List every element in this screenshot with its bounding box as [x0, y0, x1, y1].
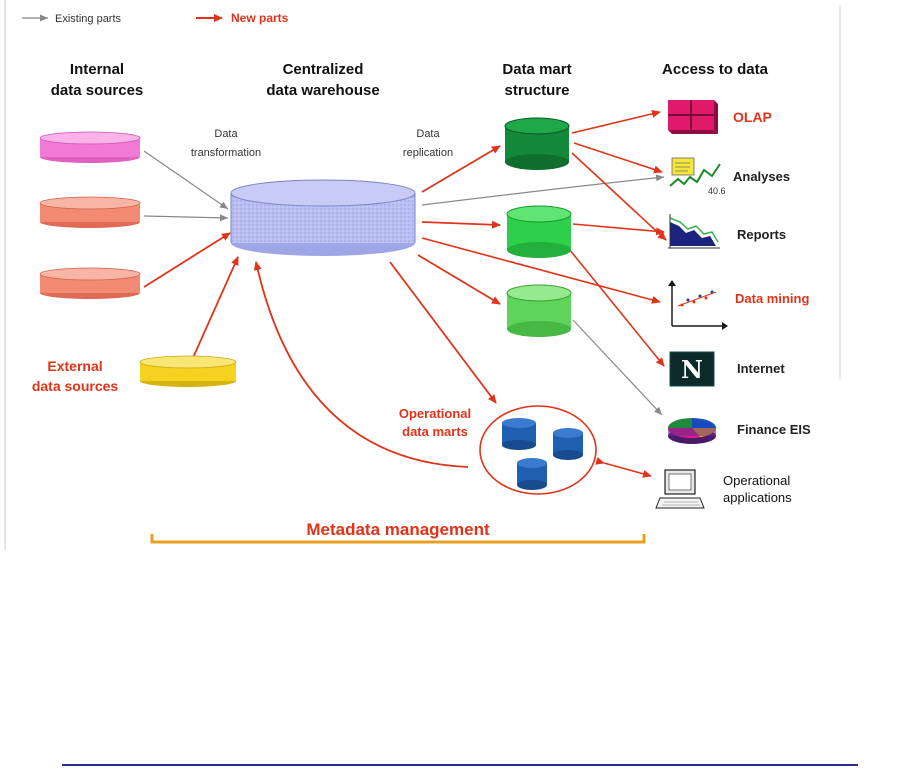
data-warehouse-cylinder — [230, 179, 416, 256]
reports-label: Reports — [737, 227, 786, 242]
external-source — [139, 355, 237, 387]
data-mining-label: Data mining — [735, 291, 809, 306]
operational-apps-label: Operational — [723, 473, 790, 488]
computer-icon — [655, 469, 705, 509]
op-marts-ring — [479, 405, 597, 495]
header-internal-2: data sources — [51, 82, 144, 99]
finance-eis-label: Finance EIS — [737, 422, 811, 437]
op-mart-2 — [553, 428, 583, 460]
op-marts-label: Operational — [399, 406, 471, 421]
svg-text:Data: Data — [214, 128, 238, 140]
metadata-label: Metadata management — [306, 520, 490, 539]
analyses-label: Analyses — [733, 169, 790, 184]
data-mart-1 — [504, 117, 570, 170]
header-access: Access to data — [662, 61, 769, 78]
external-label-2: data sources — [32, 378, 119, 394]
finance-eis-icon — [668, 418, 716, 444]
svg-text:40.6: 40.6 — [708, 186, 726, 196]
operational-apps-label-2: applications — [723, 490, 792, 505]
olap-icon — [668, 100, 718, 134]
data-mart-3 — [506, 284, 572, 337]
svg-text:Existing parts: Existing parts — [55, 13, 122, 25]
internal-source-3 — [39, 267, 141, 299]
internet-label: Internet — [737, 361, 785, 376]
header-internal: Internal — [70, 61, 124, 78]
header-warehouse: Centralized — [283, 61, 364, 78]
op-mart-3 — [517, 458, 547, 490]
olap-label: OLAP — [733, 109, 772, 125]
header-datamart: Data mart — [502, 61, 571, 78]
data-mining-icon — [668, 280, 728, 330]
svg-text:New parts: New parts — [231, 11, 289, 25]
internet-icon: N — [669, 351, 715, 387]
svg-text:N: N — [681, 355, 703, 384]
svg-text:replication: replication — [403, 147, 453, 159]
arrows — [143, 109, 667, 478]
data-mart-2 — [506, 205, 572, 258]
legend: Existing parts New parts — [22, 11, 289, 25]
svg-text:transformation: transformation — [191, 147, 261, 159]
metadata-bracket — [150, 534, 646, 544]
analyses-icon: 40.6 — [669, 157, 726, 196]
external-label: External — [47, 358, 102, 374]
reports-icon — [668, 214, 720, 249]
op-mart-1 — [502, 418, 536, 450]
op-marts-label-2: data marts — [402, 424, 468, 439]
internal-source-2 — [39, 196, 141, 228]
internal-source-1 — [39, 131, 141, 163]
header-warehouse-2: data warehouse — [266, 82, 379, 99]
svg-text:Data: Data — [416, 128, 440, 140]
header-datamart-2: structure — [504, 82, 569, 99]
